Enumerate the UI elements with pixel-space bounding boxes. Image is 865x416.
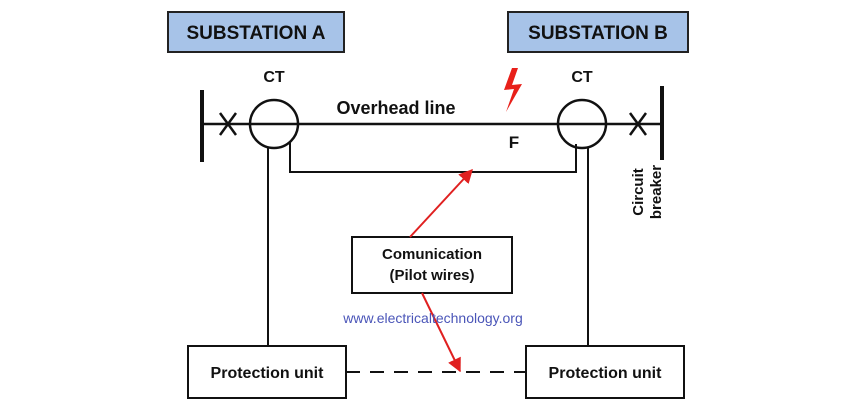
substation-a-box xyxy=(167,11,345,53)
circuit-breaker-label-line2: breaker xyxy=(648,165,665,219)
protection-unit-left-label: Protection unit xyxy=(211,365,325,382)
overhead-line-label: Overhead line xyxy=(336,98,455,118)
protection-unit-right: Protection unit xyxy=(525,345,685,399)
substation-a-label: SUBSTATION A xyxy=(187,23,326,44)
circuit-breaker-right-icon xyxy=(628,112,648,136)
fault-label: F xyxy=(509,133,519,152)
arrow-to-unit-link xyxy=(421,292,461,373)
lightning-bolt-icon xyxy=(504,68,522,112)
ct-right-label: CT xyxy=(571,69,593,86)
watermark-text: www.electricaltechnology.org xyxy=(342,310,523,326)
arrow-to-pilot-loop xyxy=(409,168,473,238)
ct-left-label: CT xyxy=(263,69,285,86)
circuit-breaker-left-icon xyxy=(218,112,238,136)
communication-label-line2: (Pilot wires) xyxy=(389,267,474,284)
circuit-breaker-label-line1: Circuit xyxy=(630,168,647,216)
substation-b-label: SUBSTATION B xyxy=(528,23,668,44)
communication-label-line1: Comunication xyxy=(382,246,482,263)
protection-unit-left: Protection unit xyxy=(187,345,347,399)
protection-unit-right-label: Protection unit xyxy=(549,365,663,382)
substation-b-box xyxy=(507,11,689,53)
substation-a-header: SUBSTATION A xyxy=(167,11,345,53)
substation-b-header: SUBSTATION B xyxy=(507,11,689,53)
communication-box: Comunication (Pilot wires) xyxy=(351,236,513,294)
circuit-breaker-label: Circuit breaker xyxy=(630,165,665,219)
pilot-loop-wire xyxy=(289,142,577,173)
